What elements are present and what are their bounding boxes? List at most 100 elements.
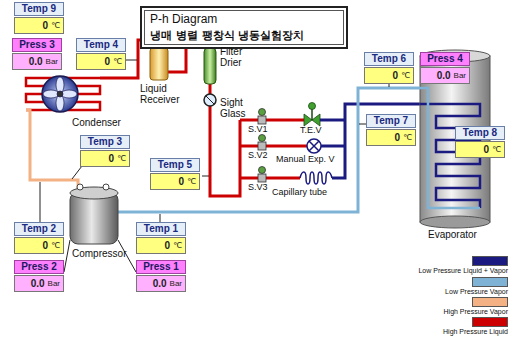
discharge-line bbox=[26, 110, 78, 190]
gauge-display: 0℃ bbox=[455, 141, 505, 158]
gauge-label: Press 3 bbox=[12, 38, 62, 52]
gauge-value: 0 bbox=[368, 70, 398, 81]
gauge-display: 0℃ bbox=[80, 150, 130, 167]
sight-glass-mark bbox=[206, 96, 214, 104]
gauge-value: 0 bbox=[18, 20, 48, 31]
component-label: Compressor bbox=[72, 248, 126, 259]
temperature-gauge: Temp 70℃ bbox=[366, 114, 416, 146]
legend-text: High Pressure Vapor bbox=[444, 307, 508, 316]
gauge-display: 0.0Bar bbox=[136, 275, 186, 292]
temperature-gauge: Temp 60℃ bbox=[364, 52, 414, 84]
legend-swatch bbox=[472, 297, 508, 307]
gauge-label: Temp 4 bbox=[76, 38, 126, 52]
liquid-line bbox=[100, 40, 307, 196]
gauge-label: Temp 7 bbox=[366, 114, 416, 128]
solenoid-valves bbox=[258, 109, 266, 183]
pressure-gauge: Press 20.0Bar bbox=[14, 260, 64, 292]
apparatus-name: 냉매 병렬 팽창식 냉동실험장치 bbox=[150, 28, 338, 43]
legend-entry: Low Pressure Vapor bbox=[445, 277, 508, 296]
gauge-label: Temp 6 bbox=[364, 52, 414, 66]
capillary-coil bbox=[300, 172, 332, 184]
gauge-value: 0 bbox=[459, 144, 489, 155]
component-label: Condenser bbox=[72, 117, 121, 128]
gauge-unit: ℃ bbox=[187, 177, 196, 186]
temperature-gauge: Temp 30℃ bbox=[80, 135, 130, 167]
component-label: Filter Drier bbox=[220, 46, 260, 68]
temperature-gauge: Temp 20℃ bbox=[14, 222, 64, 254]
component-label: Manual Exp. V bbox=[276, 155, 335, 165]
gauge-label: Temp 2 bbox=[14, 222, 64, 236]
gauge-value: 0.0 bbox=[424, 70, 451, 81]
gauge-label: Press 4 bbox=[420, 52, 470, 66]
manual-expansion-valve bbox=[307, 139, 321, 153]
temperature-gauge: Temp 50℃ bbox=[150, 158, 200, 190]
component-label: Capillary tube bbox=[272, 188, 327, 198]
component-label: S.V1 bbox=[248, 125, 268, 135]
legend-entry: High Pressure Vapor bbox=[444, 297, 508, 316]
gauge-label: Press 2 bbox=[14, 260, 64, 274]
condenser-coil bbox=[26, 78, 100, 110]
gauge-label: Temp 3 bbox=[80, 135, 130, 149]
liquid-receiver bbox=[150, 48, 168, 80]
title-box: P-h Diagram 냉매 병렬 팽창식 냉동실험장치 bbox=[140, 6, 348, 49]
gauge-display: 0.0Bar bbox=[14, 275, 64, 292]
diagram-title: P-h Diagram bbox=[150, 12, 338, 26]
gauge-unit: ℃ bbox=[51, 21, 60, 30]
gauge-display: 0.0Bar bbox=[420, 67, 470, 84]
gauge-value: 0 bbox=[84, 153, 114, 164]
gauge-display: 0℃ bbox=[14, 237, 64, 254]
pressure-gauge: Press 40.0Bar bbox=[420, 52, 470, 84]
gauge-label: Press 1 bbox=[136, 260, 186, 274]
component-label: Liquid Receiver bbox=[140, 83, 188, 105]
condenser-fan bbox=[42, 76, 78, 112]
gauge-display: 0℃ bbox=[150, 173, 200, 190]
legend-text: Low Pressure Vapor bbox=[445, 287, 508, 296]
component-label: S.V2 bbox=[248, 151, 268, 161]
gauge-display: 0.0Bar bbox=[12, 53, 62, 70]
gauge-value: 0 bbox=[80, 56, 110, 67]
thermostatic-expansion-valve bbox=[304, 103, 320, 127]
gauge-unit: ℃ bbox=[403, 133, 412, 142]
temperature-gauge: Temp 80℃ bbox=[455, 126, 505, 158]
compressor-port bbox=[77, 184, 83, 190]
gauge-value: 0.0 bbox=[18, 278, 45, 289]
gauge-value: 0 bbox=[140, 240, 170, 251]
gauge-display: 0℃ bbox=[364, 67, 414, 84]
component-label: Sight Glass bbox=[220, 97, 260, 119]
suction-line bbox=[118, 88, 420, 212]
low-pressure-mix-line bbox=[320, 104, 420, 178]
gauge-display: 0℃ bbox=[136, 237, 186, 254]
sensor-leaders bbox=[40, 60, 389, 272]
evaporator-bottom bbox=[420, 216, 490, 228]
gauge-value: 0 bbox=[370, 132, 400, 143]
temperature-gauge: Temp 90℃ bbox=[14, 2, 64, 34]
gauge-unit: Bar bbox=[454, 71, 466, 80]
legend-swatch bbox=[472, 277, 508, 287]
gauge-label: Temp 8 bbox=[455, 126, 505, 140]
gauge-display: 0℃ bbox=[76, 53, 126, 70]
pressure-gauge: Press 10.0Bar bbox=[136, 260, 186, 292]
gauge-unit: ℃ bbox=[117, 154, 126, 163]
gauge-unit: Bar bbox=[170, 279, 182, 288]
compressor-port bbox=[103, 184, 109, 190]
gauge-unit: ℃ bbox=[173, 241, 182, 250]
legend-text: High Pressure Liquid bbox=[443, 327, 508, 336]
gauge-unit: Bar bbox=[48, 279, 60, 288]
gauge-label: Temp 5 bbox=[150, 158, 200, 172]
component-label: T.E.V bbox=[300, 126, 322, 136]
component-label: Evaporator bbox=[428, 229, 477, 240]
gauge-unit: ℃ bbox=[113, 57, 122, 66]
gauge-unit: Bar bbox=[46, 57, 58, 66]
sight-glass bbox=[204, 94, 216, 106]
component-label: S.V3 bbox=[248, 183, 268, 193]
legend-entry: Low Pressure Liquid + Vapor bbox=[418, 256, 508, 275]
temperature-gauge: Temp 40℃ bbox=[76, 38, 126, 70]
legend-swatch bbox=[472, 256, 508, 266]
legend-swatch bbox=[472, 317, 508, 327]
gauge-unit: ℃ bbox=[51, 241, 60, 250]
legend-entry: High Pressure Liquid bbox=[443, 317, 508, 336]
gauge-display: 0℃ bbox=[366, 129, 416, 146]
filter-drier bbox=[204, 48, 216, 84]
gauge-label: Temp 1 bbox=[136, 222, 186, 236]
